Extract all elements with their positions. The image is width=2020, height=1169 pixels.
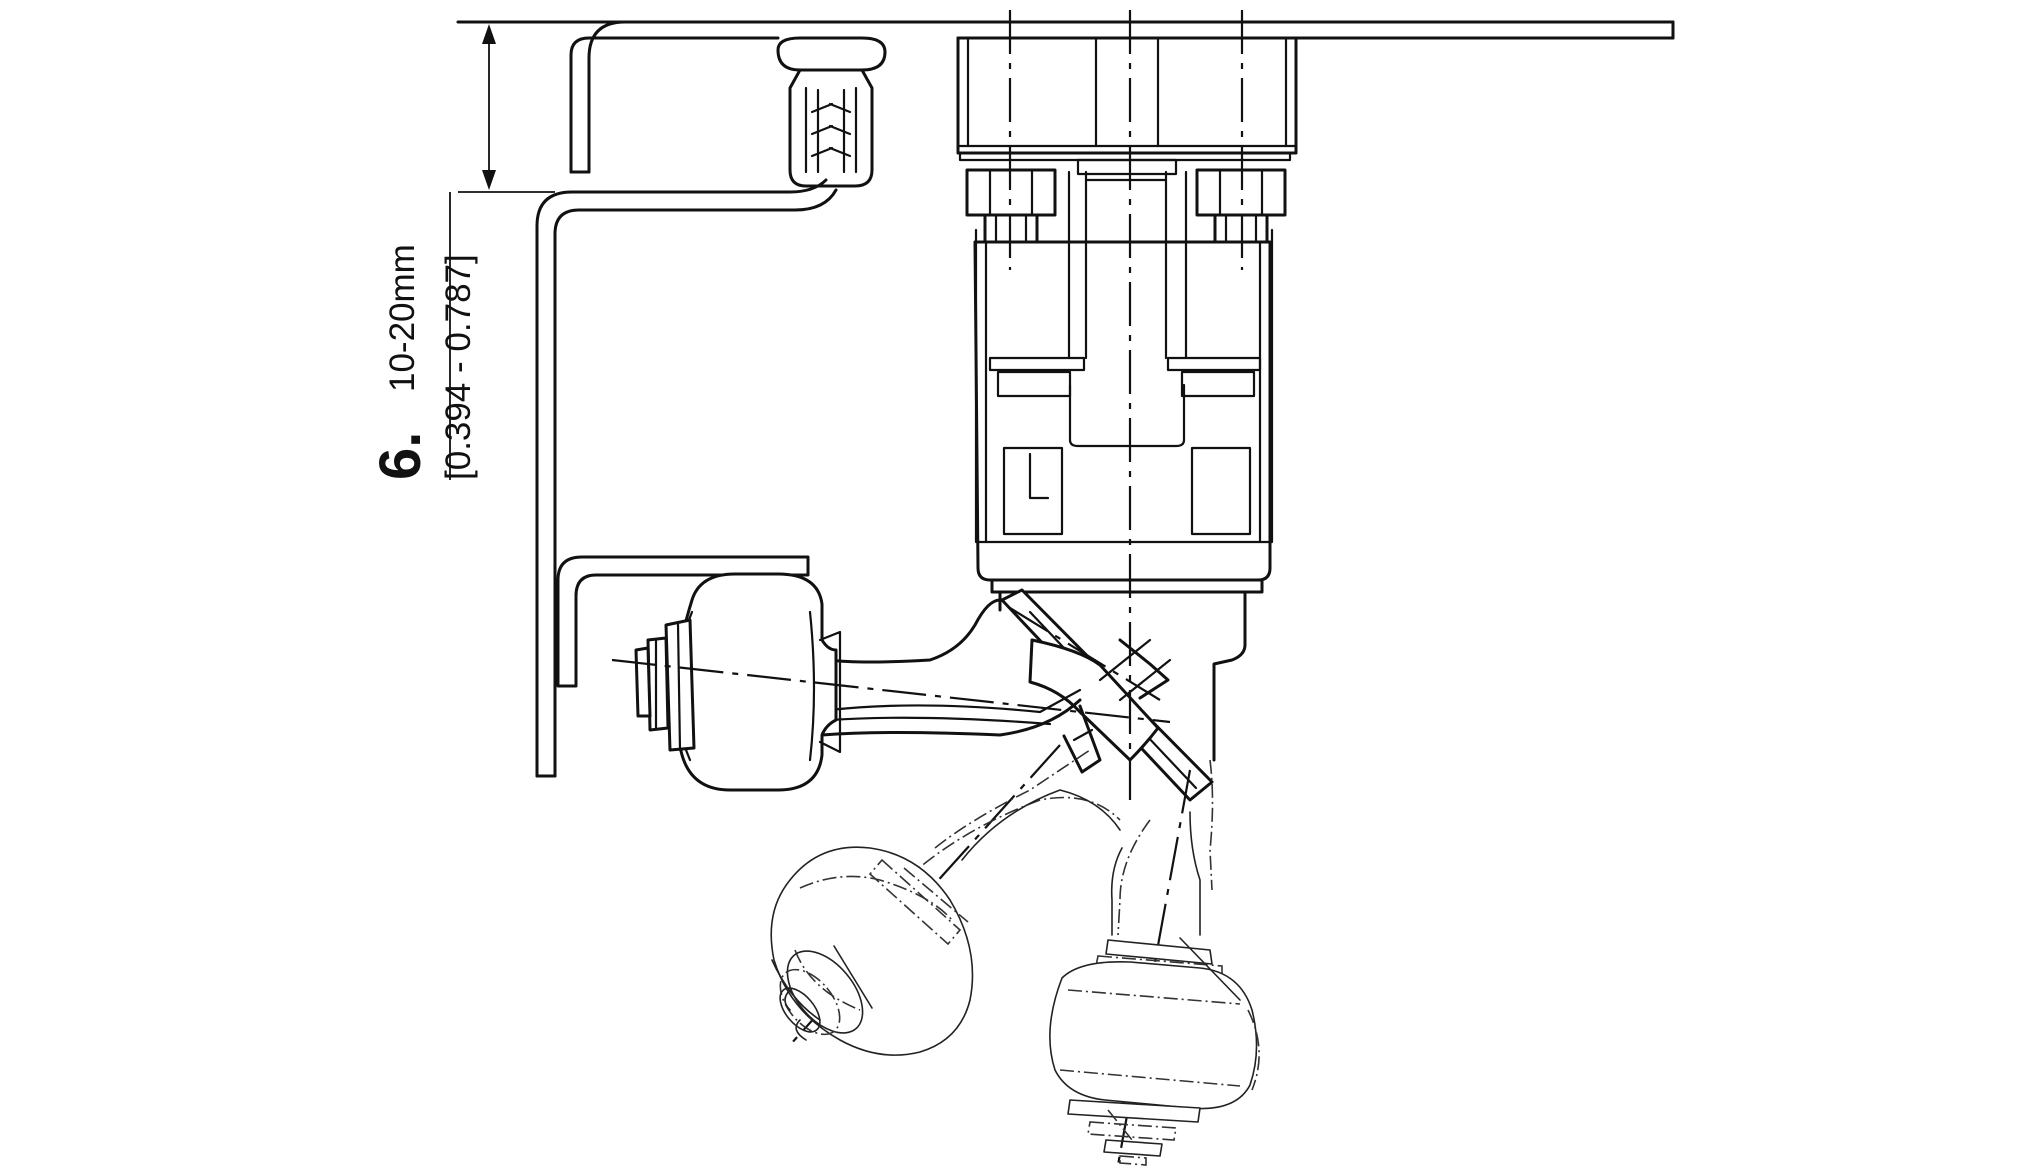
handle-ghost-2 [1049,759,1260,1166]
handle-solid [611,572,1214,802]
centre-lines [1008,10,1244,800]
door-seal [776,36,887,188]
range-inch: [0.394 - 0.787] [439,254,478,480]
step-number: 6. [368,432,433,480]
range-mm: 10-20mm [383,244,422,392]
dimension-callout [449,21,555,480]
left-bracket [535,178,838,778]
lower-bracket [556,555,810,688]
dimension-labels: 6. 10-20mm [0.394 - 0.787] [368,244,478,480]
handle-ghost-1 [770,744,1121,1056]
lock-body [956,36,1298,762]
